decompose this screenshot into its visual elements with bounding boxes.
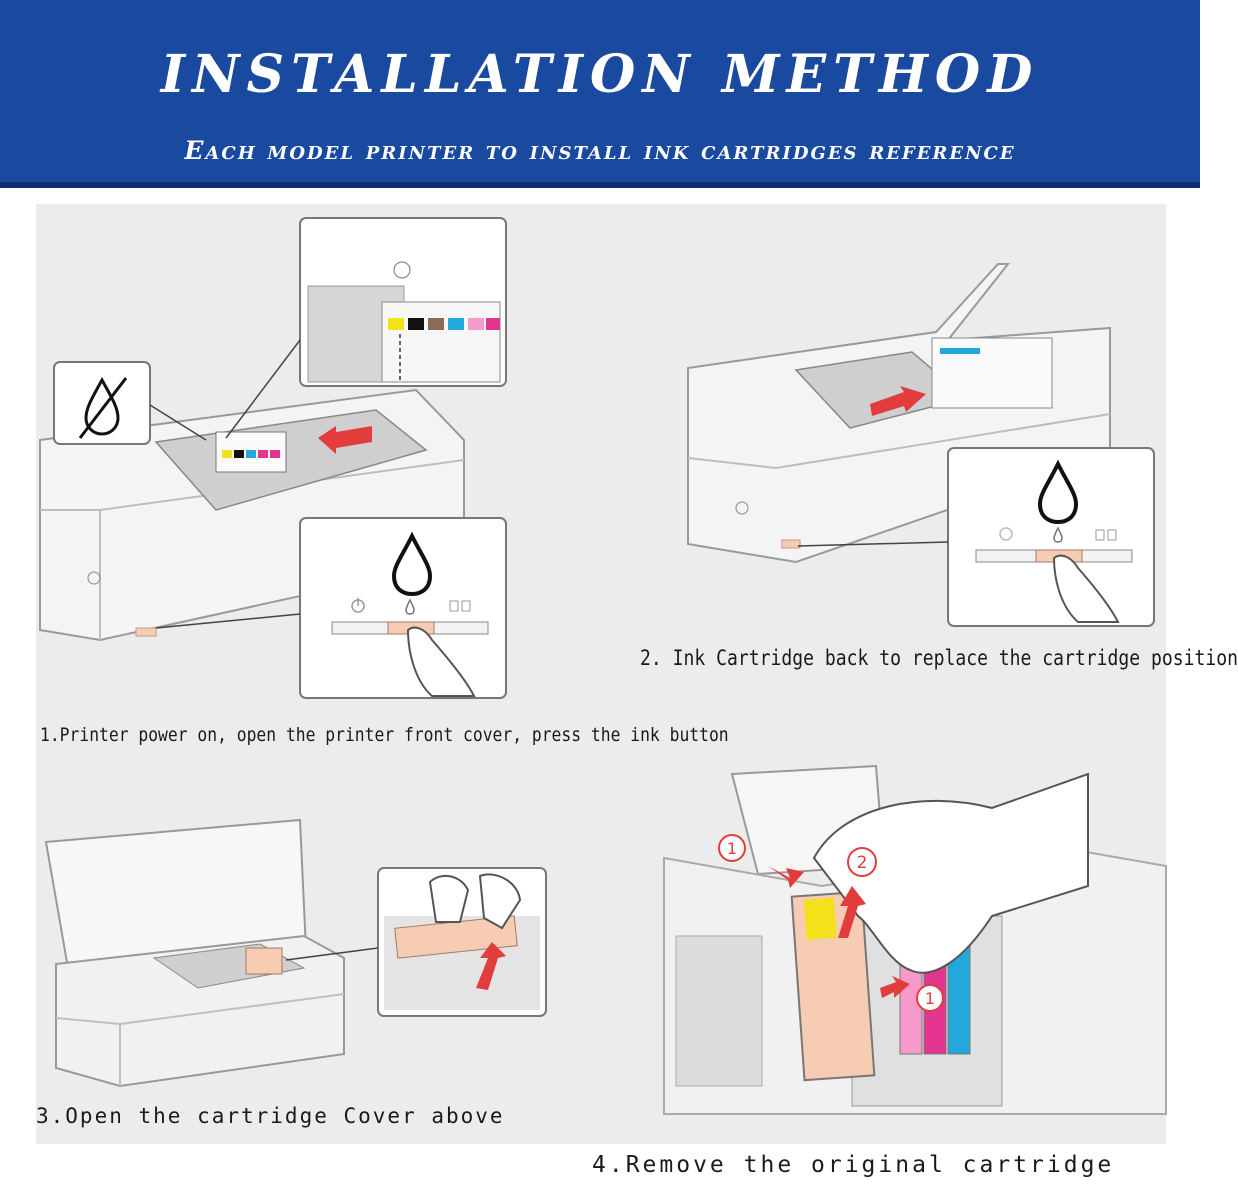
marker-1-top xyxy=(718,834,746,862)
arrow-icon xyxy=(318,426,372,454)
marker-1-bottom xyxy=(916,984,944,1012)
step2-caption: 2. Ink Cartridge back to replace the car… xyxy=(640,646,1238,670)
step3-illustration xyxy=(44,818,547,1088)
step4-caption: 4.Remove the original cartridge xyxy=(592,1152,1115,1178)
step1-caption: 1.Printer power on, open the printer fro… xyxy=(40,724,729,746)
no-ink-callout xyxy=(53,361,151,445)
ink-button-callout xyxy=(299,517,507,699)
marker-label: 2 xyxy=(857,853,868,873)
hand-icon xyxy=(1052,554,1120,623)
marker-2 xyxy=(847,847,877,877)
arrow-icon xyxy=(870,386,926,416)
step4-illustration: 1 2 1 xyxy=(662,764,1167,1115)
page-title: INSTALLATION METHOD xyxy=(160,44,1040,105)
arrow-icon xyxy=(838,886,866,938)
power-icon xyxy=(999,527,1013,541)
ink-drop-icon xyxy=(391,531,433,597)
hand-icon xyxy=(406,626,476,697)
power-icon xyxy=(351,598,365,613)
ink-button-callout xyxy=(947,447,1155,627)
page-subtitle: Each model printer to install ink cartri… xyxy=(184,136,1016,165)
arrow-icon xyxy=(476,942,506,990)
hand-icon xyxy=(812,772,1089,974)
step2-illustration xyxy=(687,263,1155,627)
marker-label: 1 xyxy=(727,839,737,858)
header-banner: INSTALLATION METHOD Each model printer t… xyxy=(0,0,1200,188)
marker-label: 1 xyxy=(925,989,935,1008)
step3-caption: 3.Open the cartridge Cover above xyxy=(36,1104,505,1128)
cartridge-icon xyxy=(245,947,283,975)
step1-illustration xyxy=(39,217,507,699)
no-ink-icon xyxy=(78,376,128,439)
ink-drop-icon xyxy=(1037,459,1079,525)
